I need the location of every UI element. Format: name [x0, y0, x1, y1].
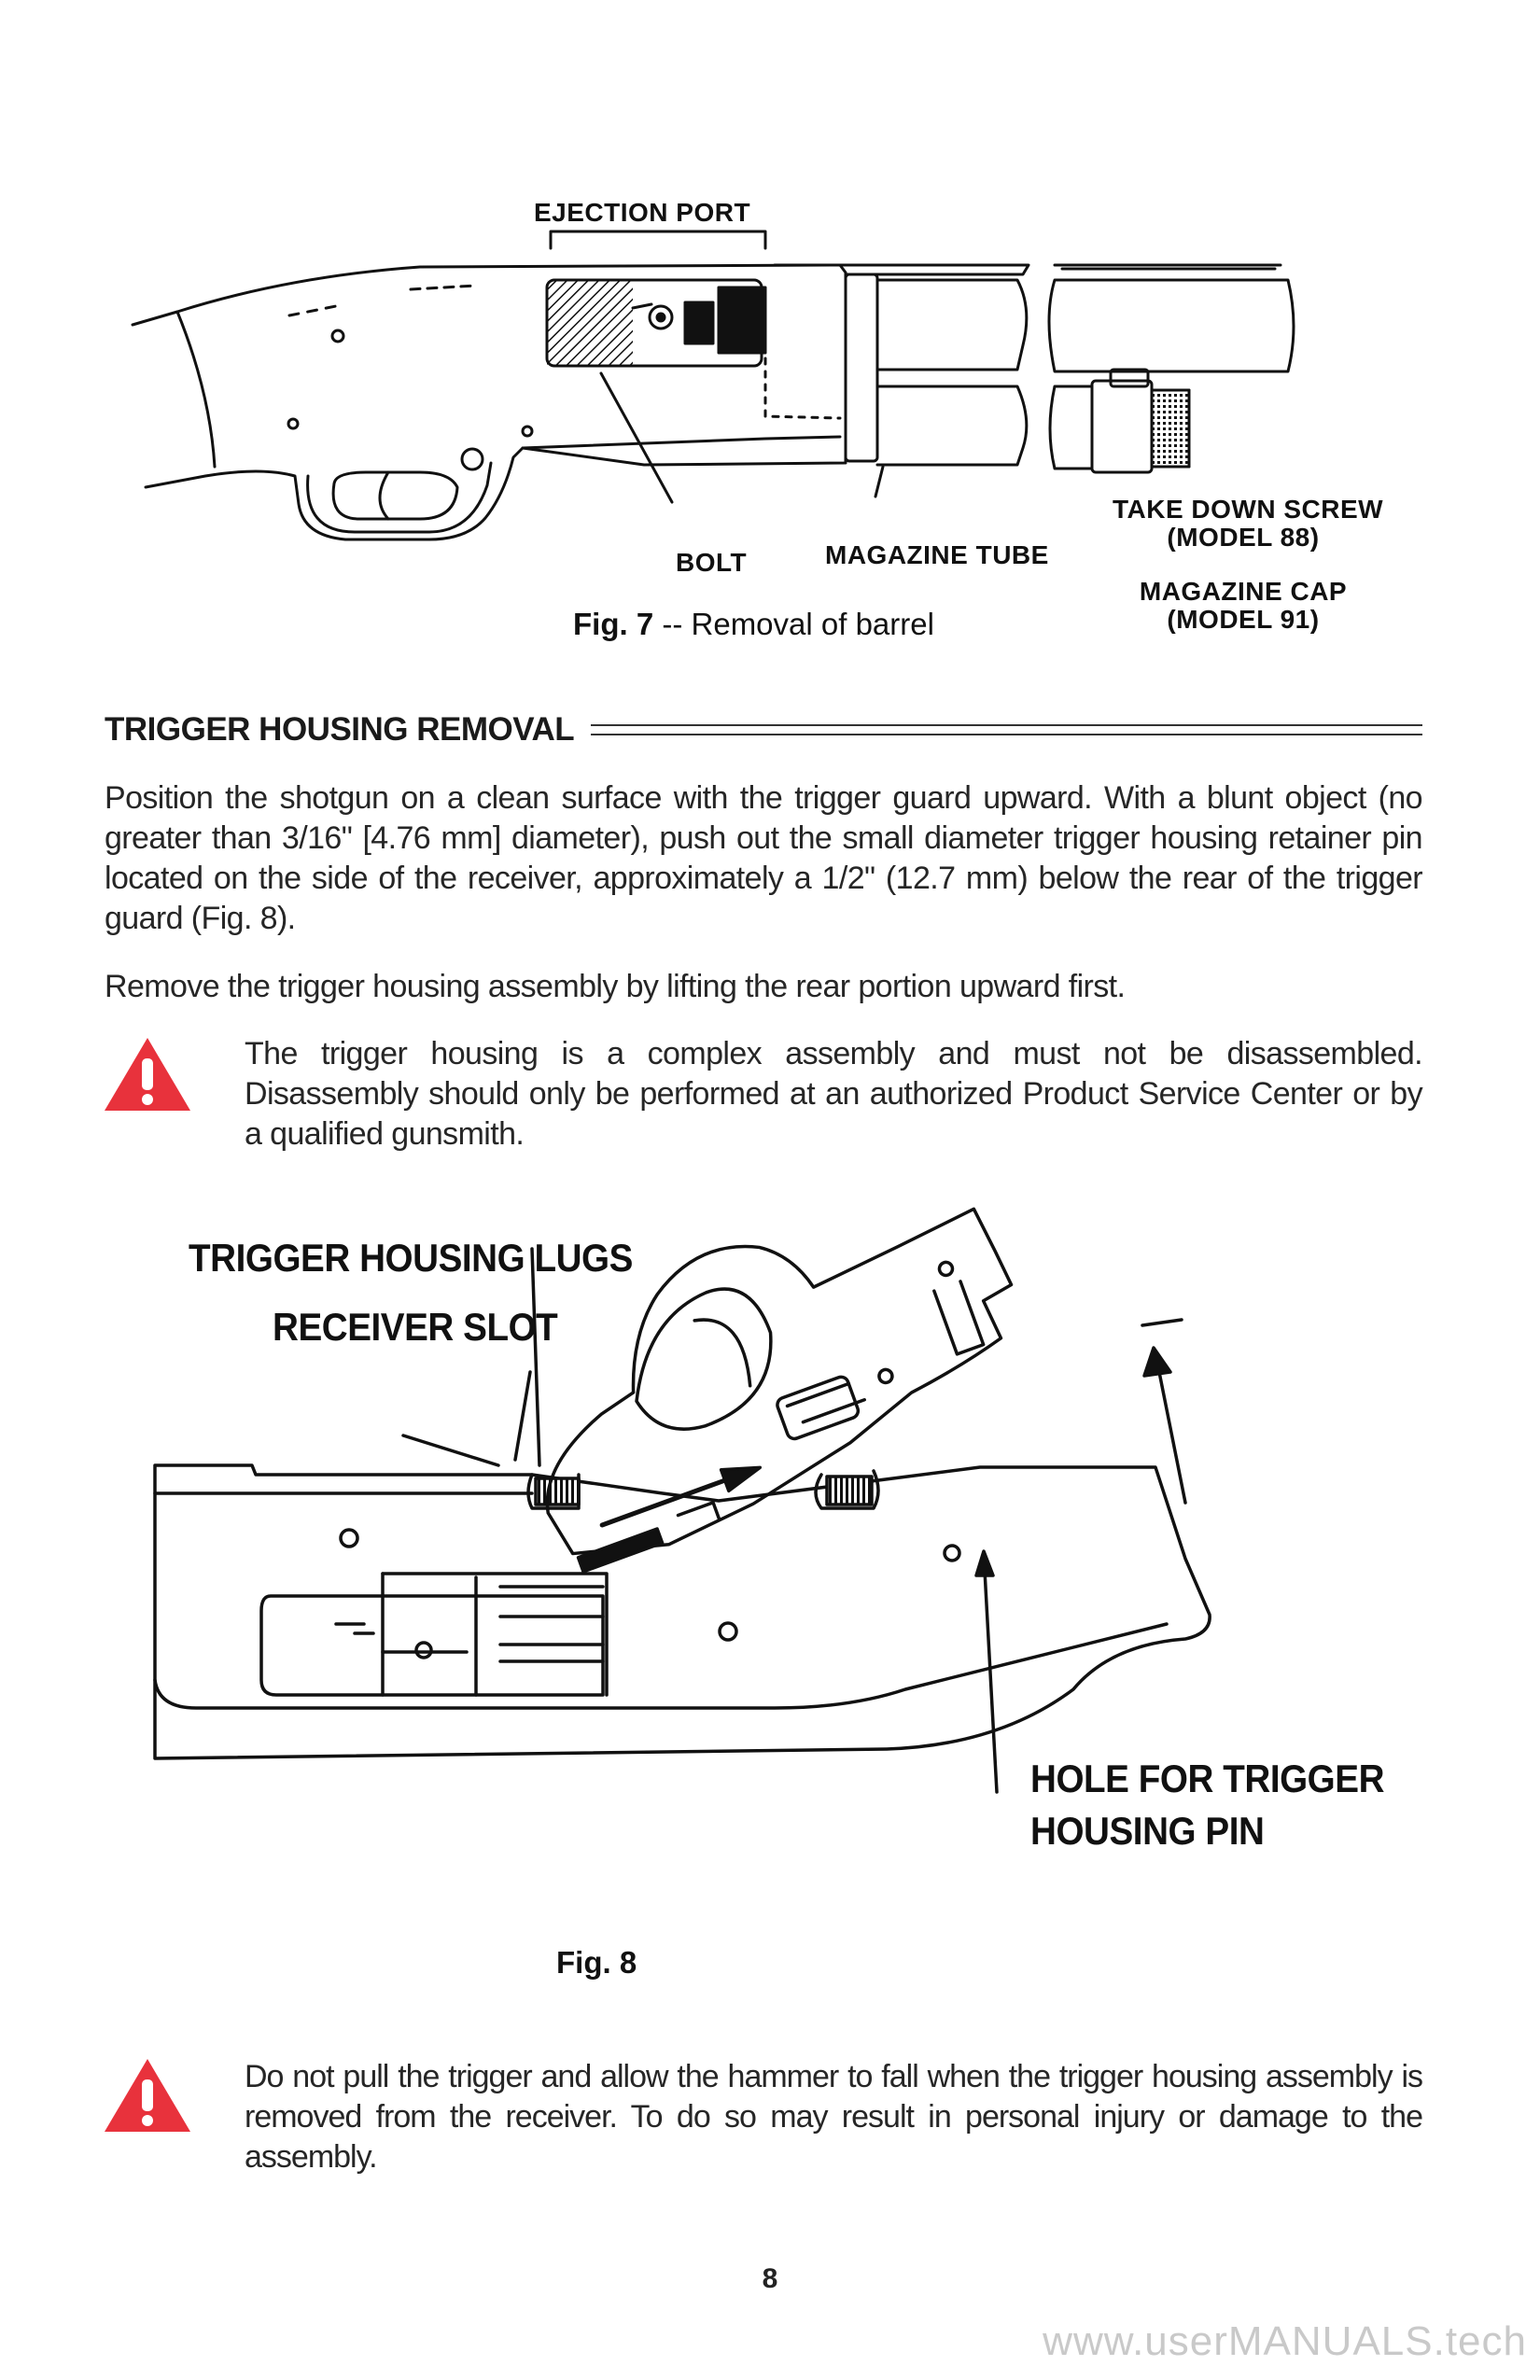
hole-label-line1: HOLE FOR TRIGGER [1030, 1757, 1385, 1800]
figure-7-drawing [131, 230, 1295, 541]
figure-8: TRIGGER HOUSING LUGS RECEIVER SLOT HOLE … [140, 1185, 1428, 1876]
figure-7-caption: Fig. 7 -- Removal of barrel [573, 607, 934, 642]
take-down-screw-model-label: (MODEL 88) [1167, 523, 1320, 552]
bolt-label: BOLT [676, 548, 748, 577]
take-down-screw-label: TAKE DOWN SCREW [1113, 495, 1384, 524]
warning-triangle-icon [105, 2059, 190, 2132]
magazine-cap-model-label: (MODEL 91) [1167, 605, 1320, 634]
figure-8-caption: Fig. 8 [556, 1945, 637, 1980]
section-heading: TRIGGER HOUSING REMOVAL [105, 711, 575, 748]
watermark: www.userMANUALS.tech [1043, 2318, 1527, 2364]
instruction-paragraph-1: Position the shotgun on a clean surface … [105, 780, 1423, 936]
page-number: 8 [762, 2263, 778, 2294]
instruction-paragraph-2: Remove the trigger housing assembly by l… [105, 969, 1126, 1004]
trigger-housing-lugs-label: TRIGGER HOUSING LUGS [189, 1236, 633, 1280]
warning-text-1: The trigger housing is a complex assembl… [245, 1036, 1423, 1152]
magazine-cap-label: MAGAZINE CAP [1139, 577, 1348, 606]
figure-8-drawing [153, 1207, 1211, 1794]
magazine-tube-label: MAGAZINE TUBE [825, 540, 1049, 569]
warning-text-2: Do not pull the trigger and allow the ha… [245, 2059, 1423, 2175]
figure-7-caption-text: -- Removal of barrel [653, 607, 934, 641]
receiver-slot-label: RECEIVER SLOT [273, 1305, 558, 1349]
warning-triangle-icon [105, 1038, 190, 1111]
section-heading-row: TRIGGER HOUSING REMOVAL [105, 711, 1422, 749]
hole-label-line2: HOUSING PIN [1030, 1809, 1265, 1853]
ejection-port-label: EJECTION PORT [534, 198, 751, 227]
heading-rule [591, 724, 1422, 735]
figure-7: EJECTION PORT BOLT MAGAZINE TUBE TAKE DO… [121, 187, 1383, 663]
figure-7-caption-prefix: Fig. 7 [573, 607, 654, 641]
